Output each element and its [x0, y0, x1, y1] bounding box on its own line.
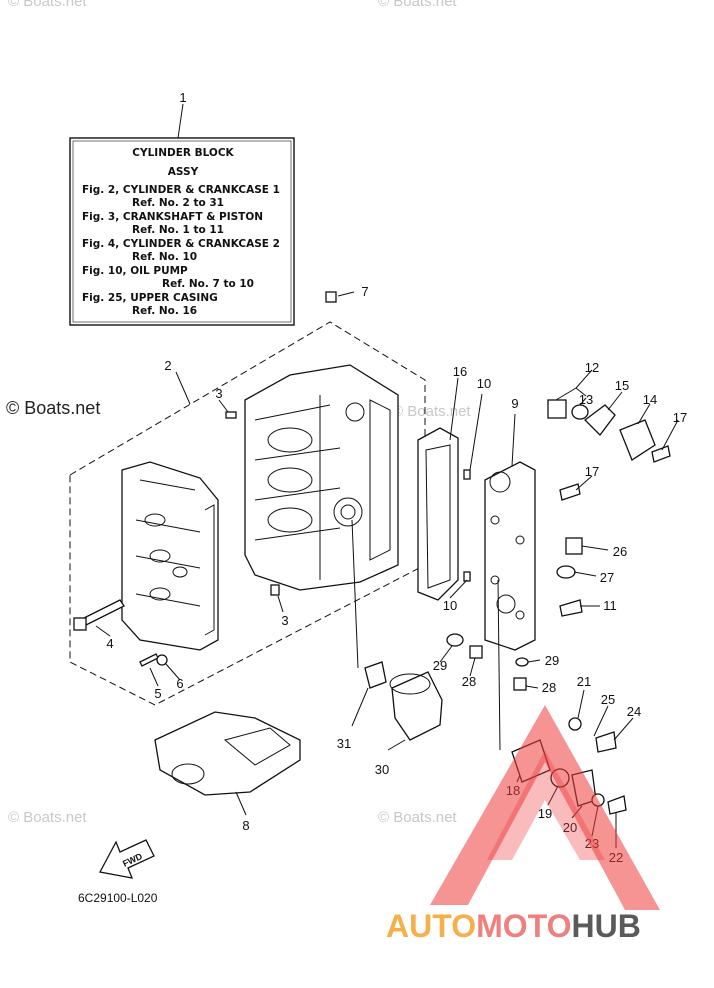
- gasket-exhaust: [417, 427, 459, 601]
- callout-12: 12: [585, 360, 599, 375]
- crankcase: [121, 461, 219, 651]
- callout-28-left: 28: [462, 674, 476, 689]
- callout-24: 24: [627, 704, 641, 719]
- watermark-top-center: © Boats.net: [378, 0, 457, 10]
- callout-16: 16: [453, 364, 467, 379]
- oil-pan-gasket: [154, 711, 301, 796]
- callout-6: 6: [176, 676, 183, 691]
- info-line-5: Ref. No. 1 to 11: [132, 224, 224, 236]
- callout-11: 11: [603, 598, 617, 613]
- info-line-11: Ref. No. 16: [132, 305, 197, 317]
- fwd-arrow-icon: FWD: [99, 839, 155, 879]
- callout-9: 9: [511, 396, 518, 411]
- callout-8: 8: [242, 818, 249, 833]
- info-line-8: Fig. 10, OIL PUMP: [82, 265, 188, 277]
- callout-29-left: 29: [433, 658, 447, 673]
- callout-3-bottom: 3: [281, 613, 288, 628]
- info-box: CYLINDER BLOCK ASSY Fig. 2, CYLINDER & C…: [69, 103, 295, 326]
- info-line-10: Fig. 25, UPPER CASING: [82, 292, 218, 304]
- callout-21: 21: [577, 674, 591, 689]
- callout-10-top: 10: [477, 376, 491, 391]
- callout-15: 15: [615, 378, 629, 393]
- callout-26: 26: [613, 544, 627, 559]
- callout-3-top: 3: [215, 386, 222, 401]
- callout-2: 2: [164, 358, 171, 373]
- info-line-7: Ref. No. 10: [132, 251, 197, 263]
- info-line-4: Fig. 3, CRANKSHAFT & PISTON: [82, 211, 263, 223]
- logo-moto: MOTO: [476, 908, 571, 944]
- logo-auto: AUTO: [386, 908, 476, 944]
- callout-31: 31: [337, 736, 351, 751]
- callout-17-mid: 17: [585, 464, 599, 479]
- callout-29-right: 29: [545, 653, 559, 668]
- callout-5: 5: [154, 686, 161, 701]
- callout-1: 1: [179, 90, 186, 105]
- info-line-1: ASSY: [168, 166, 199, 178]
- logo-hub: HUB: [571, 908, 640, 944]
- callout-13: 13: [579, 392, 593, 407]
- callout-4: 4: [106, 636, 113, 651]
- callout-27: 27: [600, 570, 614, 585]
- info-line-9: Ref. No. 7 to 10: [162, 278, 254, 290]
- callout-7: 7: [361, 284, 368, 299]
- callout-28-right: 28: [542, 680, 556, 695]
- info-line-0: CYLINDER BLOCK: [132, 147, 234, 159]
- callout-10-bottom: 10: [443, 598, 457, 613]
- logo-triangle-icon: [430, 705, 660, 910]
- part-number: 6C29100-L020: [78, 891, 158, 905]
- info-line-3: Ref. No. 2 to 31: [132, 197, 224, 209]
- callout-19: 19: [538, 806, 552, 821]
- automotohub-logo: AUTOMOTOHUB: [386, 705, 660, 944]
- watermark-bottom-center: © Boats.net: [378, 809, 457, 826]
- watermark-mid-center: © Boats.net: [392, 403, 471, 420]
- watermark-main: © Boats.net: [6, 398, 100, 418]
- callout-25: 25: [601, 692, 615, 707]
- callout-14: 14: [643, 392, 657, 407]
- callout-20: 20: [563, 820, 577, 835]
- cylinder-block: [244, 364, 399, 591]
- info-line-2: Fig. 2, CYLINDER & CRANKCASE 1: [82, 184, 280, 196]
- exhaust-cover: [484, 461, 536, 651]
- callout-17-right: 17: [673, 410, 687, 425]
- callout-30: 30: [375, 762, 389, 777]
- watermark-bottom-left: © Boats.net: [8, 809, 87, 826]
- info-line-6: Fig. 4, CYLINDER & CRANKCASE 2: [82, 238, 280, 250]
- logo-text: AUTOMOTOHUB: [386, 908, 641, 944]
- watermark-top-left: © Boats.net: [8, 0, 87, 10]
